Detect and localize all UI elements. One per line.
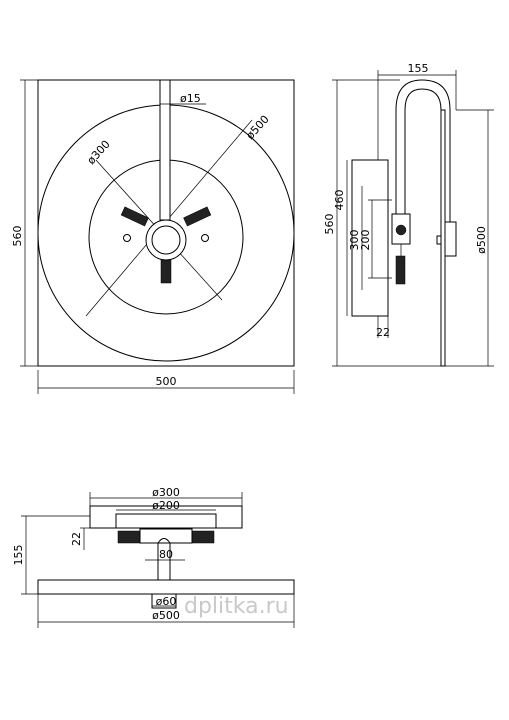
bottom-pipe-block <box>151 593 177 609</box>
side-head-knob <box>436 235 442 245</box>
side-valve-knob <box>395 224 407 236</box>
side-view: 155 560 460 300 200 22 ø500 <box>323 62 494 367</box>
front-screw-left <box>123 234 131 242</box>
watermark: dplitka.ru <box>184 594 289 619</box>
bottom-plate-200 <box>115 513 217 529</box>
side-gooseneck-outer <box>395 79 451 222</box>
side-mount-300-label: 300 <box>348 230 361 251</box>
bottom-view: ø300 ø200 22 155 80 ø60 ø500 <box>12 486 295 628</box>
front-hub-inner <box>151 225 181 255</box>
front-view: 560 500 ø15 ø500 ø300 <box>11 79 295 394</box>
side-head-cap <box>444 221 457 257</box>
front-pipe-label: ø15 <box>180 92 201 105</box>
front-height-label: 560 <box>11 226 24 247</box>
side-head-plate <box>440 109 446 367</box>
bottom-spacing-label: 80 <box>159 548 173 561</box>
side-height-label: 560 <box>323 214 336 235</box>
side-valve-handle <box>395 255 406 285</box>
side-wall-bracket <box>351 159 389 317</box>
side-depth-label: 155 <box>408 62 429 75</box>
side-mount-height-label: 460 <box>333 190 346 211</box>
bottom-handle-right <box>191 530 215 544</box>
bottom-inner-label: ø200 <box>152 499 180 512</box>
bottom-depth-label: 155 <box>12 545 25 566</box>
front-pipe <box>159 79 171 221</box>
front-width-label: 500 <box>156 375 177 388</box>
front-outer-circle-label: ø500 <box>244 113 272 142</box>
side-gooseneck-inner <box>404 88 442 222</box>
bottom-pipe <box>157 543 171 580</box>
front-handles <box>120 206 212 284</box>
bottom-head-500 <box>37 579 295 595</box>
bottom-thickness-label: 22 <box>70 532 83 546</box>
front-screw-right <box>201 234 209 242</box>
bottom-handle-left <box>117 530 141 544</box>
bottom-head-label: ø500 <box>152 609 180 622</box>
bottom-pipe-label: ø60 <box>156 595 177 608</box>
bottom-plate-label: ø300 <box>152 486 180 499</box>
side-head-label: ø500 <box>475 226 488 254</box>
side-offset-label: 22 <box>376 326 390 339</box>
side-mount-200-label: 200 <box>359 230 372 251</box>
